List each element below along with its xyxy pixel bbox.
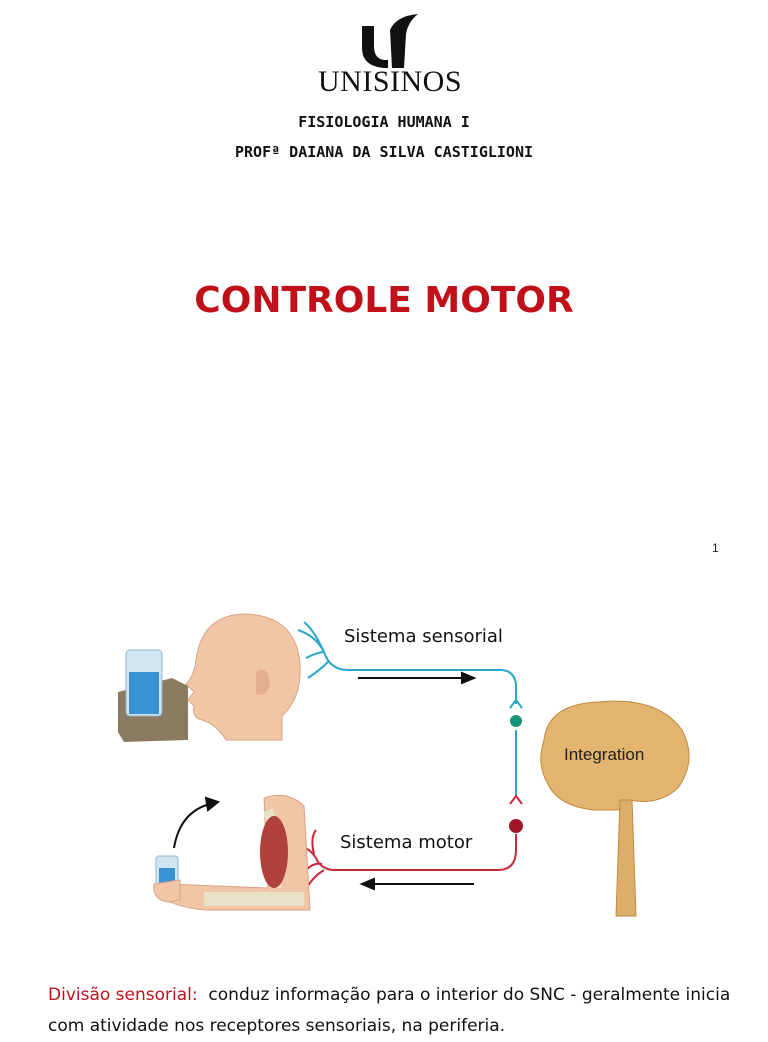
head-icon xyxy=(185,613,301,741)
sensory-division-term: Divisão sensorial: xyxy=(48,985,198,1005)
figure-illustration xyxy=(118,613,690,917)
unisinos-logo: UNISINOS xyxy=(318,12,463,98)
body-paragraph: Divisão sensorial: conduz informação par… xyxy=(48,980,738,1042)
direction-arrows xyxy=(173,671,477,891)
brain-icon xyxy=(540,700,690,917)
motor-junction-icon xyxy=(509,819,523,833)
unisinos-emblem-icon xyxy=(362,14,418,68)
logo-wordmark: UNISINOS xyxy=(318,65,463,98)
sensory-pathway xyxy=(297,621,523,796)
motor-system-label: Sistema motor xyxy=(340,832,473,853)
professor-name: PROFª DAIANA DA SILVA CASTIGLIONI xyxy=(234,143,533,161)
sensory-motor-figure: Sistema sensorial Sistema motor Integrat… xyxy=(118,600,708,930)
sensory-system-label: Sistema sensorial xyxy=(344,626,503,647)
arm-icon xyxy=(153,794,311,911)
course-name: FISIOLOGIA HUMANA I xyxy=(298,113,470,131)
page-number: 1 xyxy=(712,541,719,555)
sensory-junction-icon xyxy=(510,715,522,727)
page-title: CONTROLE MOTOR xyxy=(194,280,574,321)
glass-on-table-icon xyxy=(118,649,188,742)
integration-label: Integration xyxy=(564,745,645,764)
